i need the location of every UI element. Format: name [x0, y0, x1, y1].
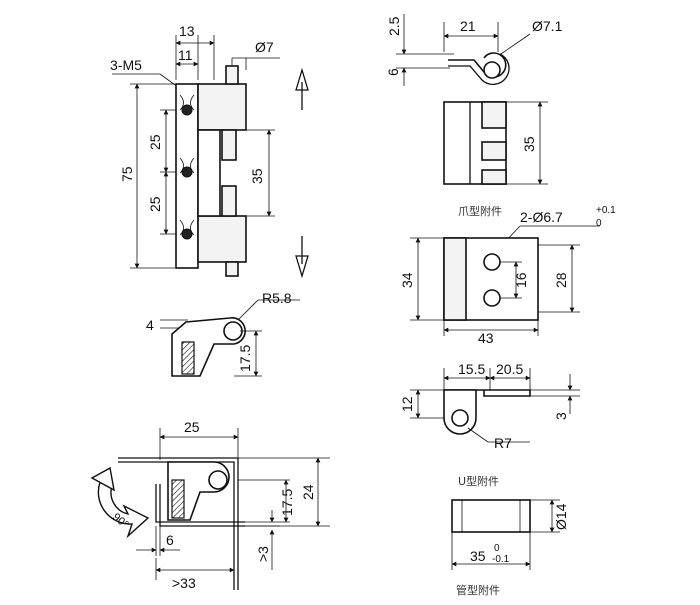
dim-6: 6 — [166, 532, 174, 548]
plate-attachment: 2-Ø6.7 +0.1 0 16 34 28 43 — [399, 205, 616, 346]
dim-25: 25 — [184, 419, 200, 435]
u-caption: U型附件 — [458, 474, 499, 488]
label-thread-m5: 3-M5 — [110, 57, 142, 73]
dim-leaf-height: 35 — [249, 168, 265, 184]
dim-claw-21: 21 — [460, 18, 476, 34]
tol-plate-upper: +0.1 — [596, 205, 616, 216]
dim-plate-43: 43 — [478, 330, 494, 346]
dim-4: 4 — [146, 317, 154, 333]
dim-lower-spacing: 25 — [147, 196, 163, 212]
tol-tube-upper: 0 — [494, 543, 500, 554]
hinge-mounted-view: 25 90° 17.5 24 6 >33 >3 — [90, 419, 330, 591]
dim-11: 11 — [178, 47, 193, 63]
rotation-arrow-icon — [97, 481, 150, 539]
claw-attachment: 2.5 6 21 Ø7.1 35 爪型附件 — [385, 14, 563, 218]
dim-u-15-5: 15.5 — [458, 361, 485, 377]
dim-pin-dia: Ø7 — [255, 39, 274, 55]
arrow-up-icon — [295, 67, 309, 110]
tol-plate-lower: 0 — [596, 218, 602, 229]
claw-caption: 爪型附件 — [458, 204, 502, 218]
dim-claw-dia: Ø7.1 — [532, 18, 563, 34]
dim-u-12: 12 — [399, 396, 415, 412]
dim-claw-35: 35 — [521, 136, 537, 152]
tube-attachment: Ø14 35 0 -0.1 管型附件 — [451, 499, 569, 597]
dim-u-radius: R7 — [494, 435, 512, 451]
dim-tube-dia: Ø14 — [553, 503, 569, 530]
hinge-front-view: 13 11 3-M5 Ø7 75 25 25 35 — [110, 23, 309, 279]
dim-upper-spacing: 25 — [147, 134, 163, 150]
dim-plate-holes: 2-Ø6.7 — [520, 209, 563, 225]
dim-17-5-mount: 17.5 — [279, 489, 295, 516]
dim-33: >33 — [172, 575, 196, 591]
dim-total-height: 75 — [119, 166, 135, 182]
dim-radius-r5-8: R5.8 — [262, 290, 292, 306]
dim-u-3: 3 — [553, 412, 569, 420]
dim-plate-34: 34 — [399, 272, 415, 288]
dim-plate-28: 28 — [553, 272, 569, 288]
u-attachment: 15.5 20.5 12 3 R7 U型附件 — [399, 361, 580, 488]
dim-plate-16: 16 — [513, 272, 529, 288]
dim-tube-length: 35 — [470, 548, 486, 564]
tube-caption: 管型附件 — [456, 583, 500, 597]
dim-claw-6: 6 — [385, 68, 401, 76]
dim-17-5-side: 17.5 — [237, 345, 253, 372]
dim-24: 24 — [300, 484, 316, 500]
arrow-down-icon — [295, 236, 309, 279]
dim-claw-2-5: 2.5 — [386, 16, 402, 36]
dim-3-mount: >3 — [255, 546, 271, 562]
dim-13: 13 — [179, 23, 195, 39]
hinge-side-view: R5.8 4 17.5 — [146, 290, 300, 377]
tol-tube-lower: -0.1 — [492, 554, 510, 565]
dim-u-20-5: 20.5 — [496, 361, 523, 377]
